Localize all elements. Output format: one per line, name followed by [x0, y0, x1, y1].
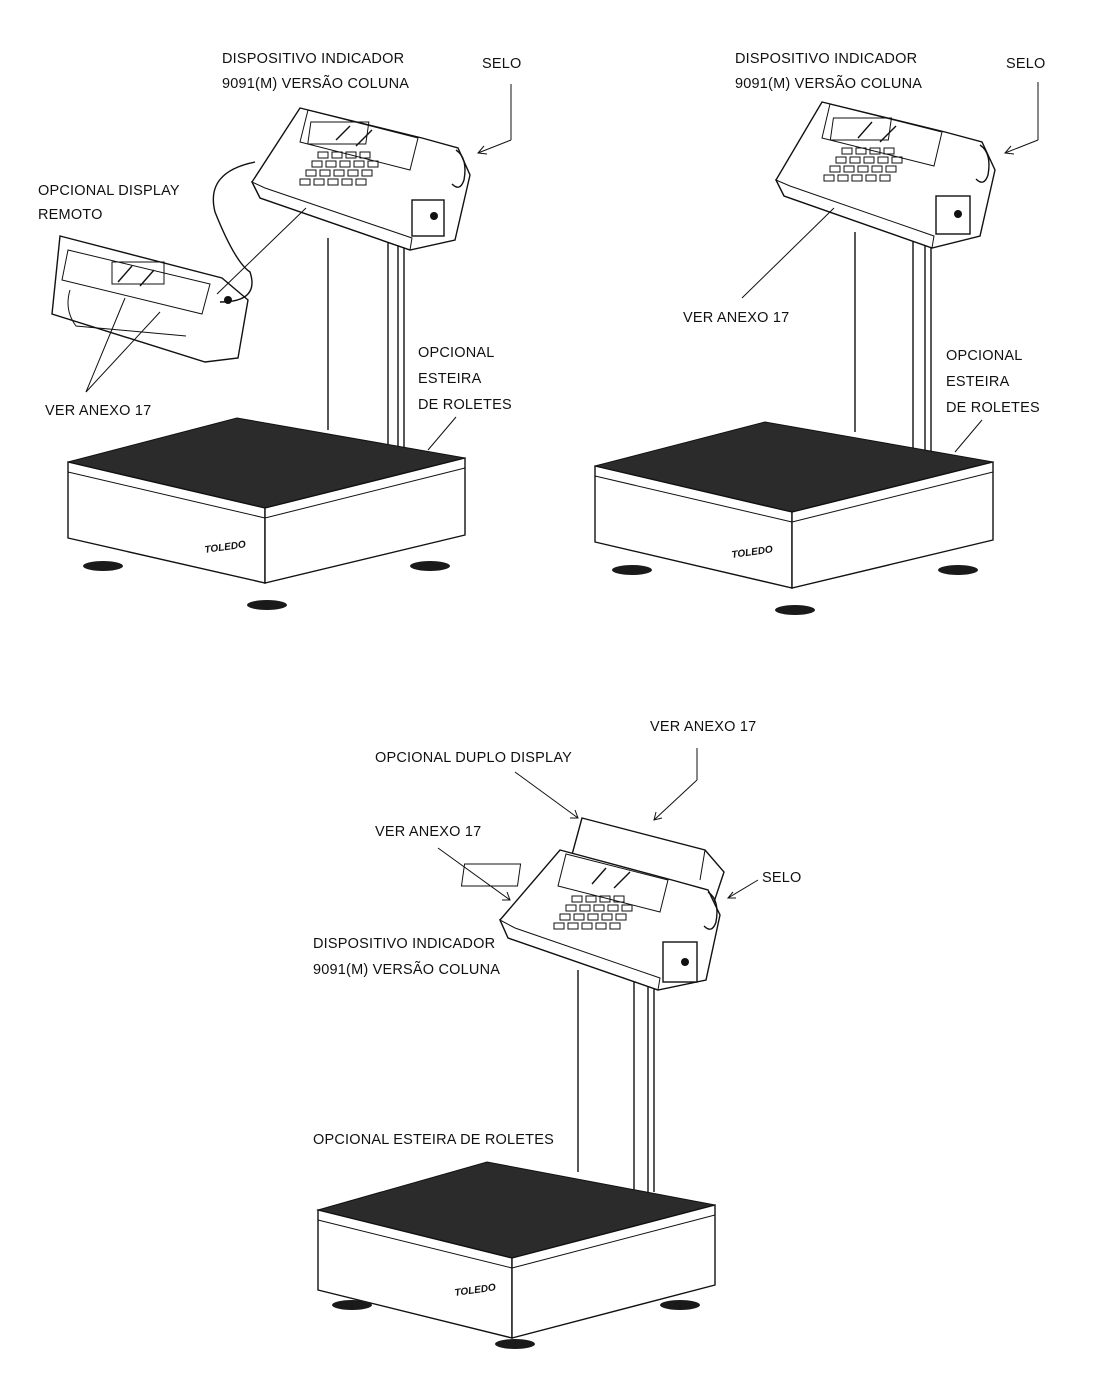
scale-2-leaders: [741, 82, 1039, 453]
scale-2-drawing: TOLEDO DISPOSITIVO INDICADOR 9091(M) VER…: [594, 51, 1046, 615]
scale-3-annex-left-label: VER ANEXO 17: [375, 824, 481, 840]
scale-2-platform: TOLEDO: [594, 421, 994, 615]
scale-1-indicator-label-2: 9091(M) VERSÃO COLUNA: [222, 75, 409, 92]
scale-1-leaders: [85, 84, 512, 451]
scale-3-indicator-label-1: DISPOSITIVO INDICADOR: [313, 936, 495, 952]
scale-3-drawing: TOLEDO: [313, 719, 802, 1349]
scale-2-indicator-label-1: DISPOSITIVO INDICADOR: [735, 51, 917, 67]
scale-1-roller-label-3: DE ROLETES: [418, 397, 512, 413]
scale-3-indicator-label-2: 9091(M) VERSÃO COLUNA: [313, 961, 500, 978]
scale-1-annex-label: VER ANEXO 17: [45, 403, 151, 419]
scale-3-platform: TOLEDO: [316, 1161, 716, 1349]
scale-1-remote-label-1: OPCIONAL DISPLAY: [38, 183, 180, 199]
scale-3-dual-display-label: OPCIONAL DUPLO DISPLAY: [375, 750, 572, 766]
scale-1-roller-label-2: ESTEIRA: [418, 371, 482, 387]
scale-1-indicator-head: [250, 107, 471, 251]
scale-1-remote-label-2: REMOTO: [38, 207, 103, 223]
scale-2-indicator-head: [774, 101, 996, 249]
scale-2-annex-label: VER ANEXO 17: [683, 310, 789, 326]
scale-1-indicator-label-1: DISPOSITIVO INDICADOR: [222, 51, 404, 67]
scale-2-column: [854, 232, 932, 452]
scale-3-indicator-head: [460, 849, 721, 991]
scale-1-drawing: TOLEDO: [38, 51, 522, 610]
scale-3-column: [577, 970, 655, 1192]
scale-2-roller-label-1: OPCIONAL: [946, 348, 1023, 364]
scale-2-roller-label-3: DE ROLETES: [946, 400, 1040, 416]
scale-1-column: [327, 238, 405, 450]
scale-1-seal-label: SELO: [482, 56, 522, 72]
scale-3-seal-label: SELO: [762, 870, 802, 886]
scale-3-leaders: [437, 748, 759, 901]
scale-2-indicator-label-2: 9091(M) VERSÃO COLUNA: [735, 75, 922, 92]
scale-3-annex-top-label: VER ANEXO 17: [650, 719, 756, 735]
scale-2-seal-label: SELO: [1006, 56, 1046, 72]
scale-1-remote-display: [51, 235, 249, 363]
scale-2-roller-label-2: ESTEIRA: [946, 374, 1010, 390]
scale-3-roller-label: OPCIONAL ESTEIRA DE ROLETES: [313, 1132, 554, 1148]
scale-1-cable: [212, 161, 256, 303]
scale-1-platform: TOLEDO: [67, 417, 466, 610]
scale-1-roller-label-1: OPCIONAL: [418, 345, 495, 361]
